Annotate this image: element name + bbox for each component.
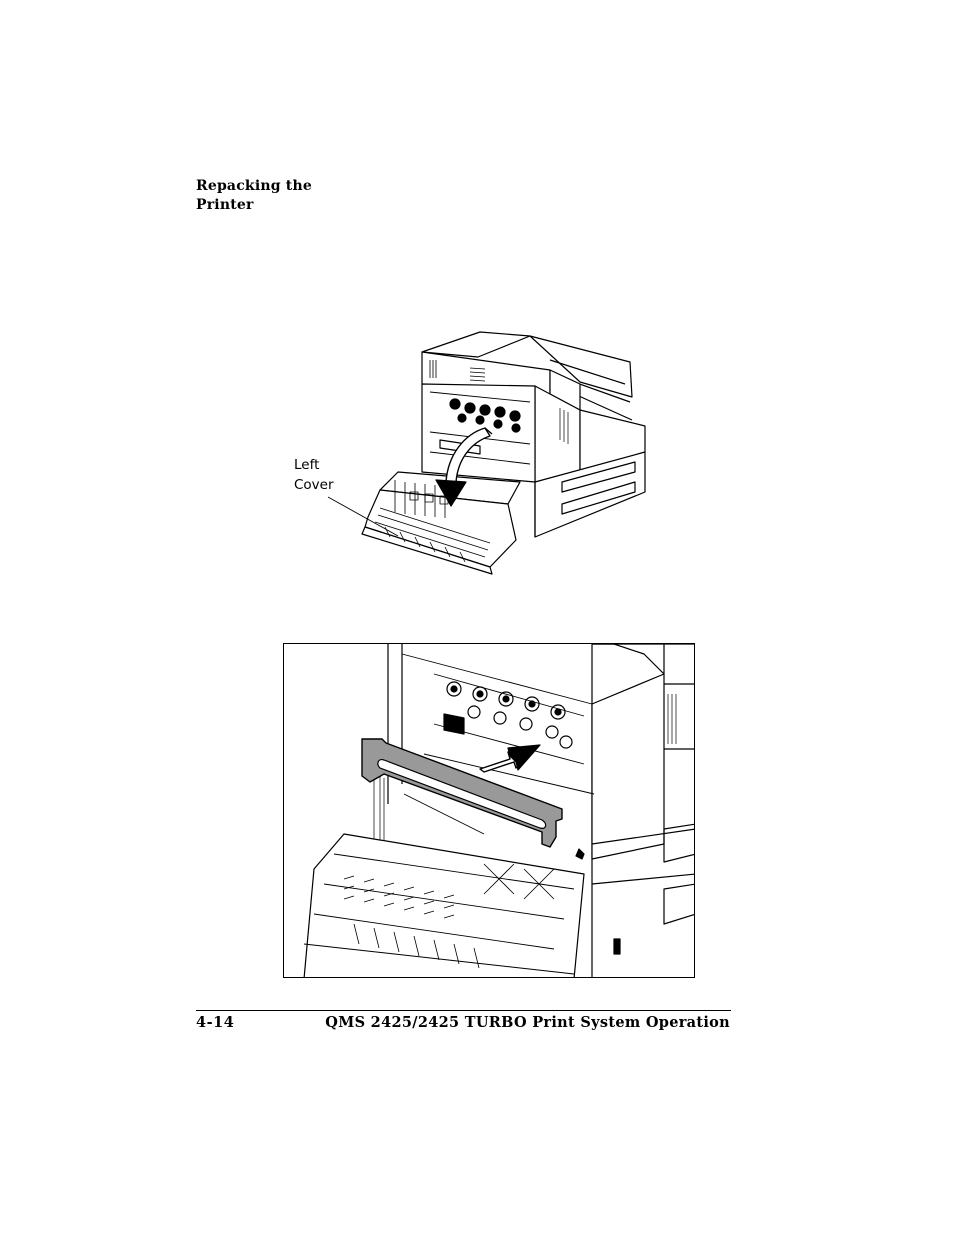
footer-rule <box>196 1010 731 1011</box>
callout-line-2: Cover <box>294 477 334 493</box>
shipping-restraint-figure <box>283 643 695 978</box>
document-title: QMS 2425/2425 TURBO Print System Operati… <box>325 1014 730 1031</box>
section-heading: Repacking the Printer <box>196 177 356 215</box>
section-heading-line-2: Printer <box>196 197 254 213</box>
callout-line-1: Left <box>294 457 320 473</box>
section-heading-line-1: Repacking the <box>196 178 312 194</box>
shipping-restraint-illustration <box>303 644 694 977</box>
left-cover-callout: Left Cover <box>294 455 334 495</box>
page-number: 4-14 <box>196 1014 235 1031</box>
printer-left-cover-illustration <box>327 331 646 575</box>
